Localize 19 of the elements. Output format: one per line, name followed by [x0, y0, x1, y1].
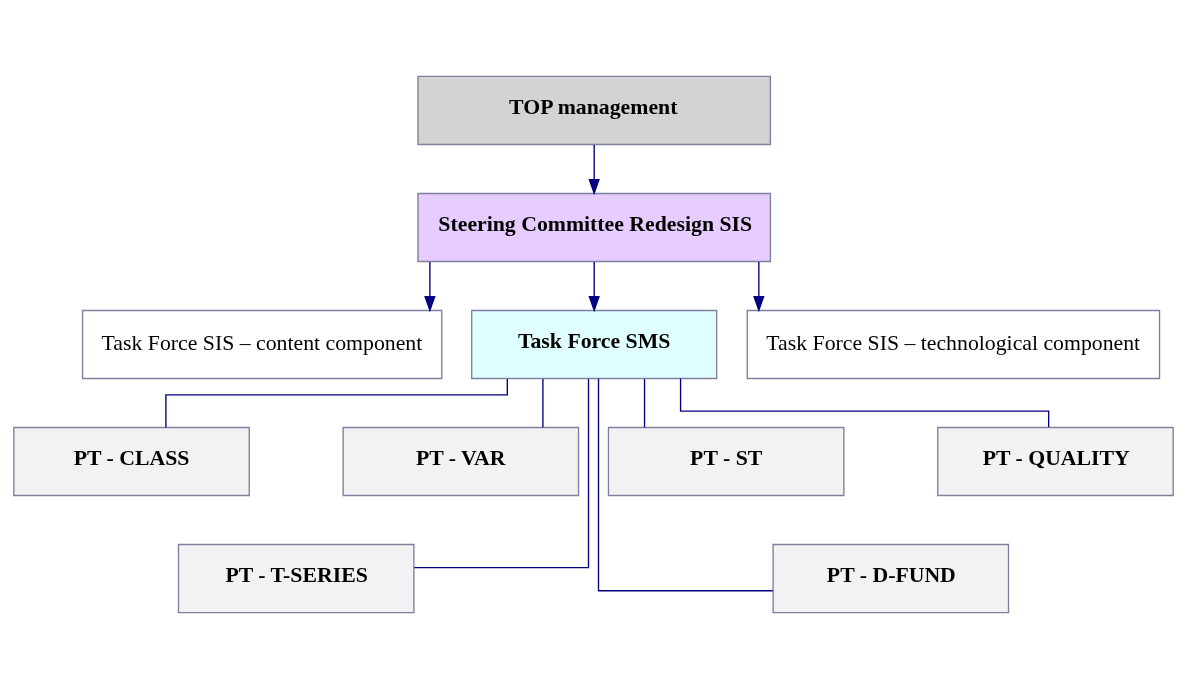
- node-box: PT - VAR: [342, 426, 580, 497]
- connector: [643, 378, 646, 428]
- node-box: PT - ST: [607, 426, 845, 497]
- node-box: PT - CLASS: [13, 426, 250, 497]
- arrow: [424, 261, 436, 313]
- node-box: Task Force SIS – content component: [81, 309, 443, 380]
- node-box: PT - T-SERIES: [177, 543, 415, 614]
- node-box: Steering Committee Redesign SIS: [417, 192, 772, 263]
- arrow: [588, 144, 600, 196]
- connector: [542, 378, 544, 428]
- arrow: [753, 261, 765, 313]
- node-box: Task Force SMS: [471, 309, 718, 380]
- arrow: [588, 261, 600, 313]
- connector: [597, 378, 774, 592]
- node-box: TOP management: [417, 75, 772, 146]
- connector: [413, 378, 590, 569]
- node-box: Task Force SIS – technological component: [746, 309, 1161, 380]
- node-box: PT - QUALITY: [937, 426, 1174, 497]
- node-box: PT - D-FUND: [772, 543, 1010, 614]
